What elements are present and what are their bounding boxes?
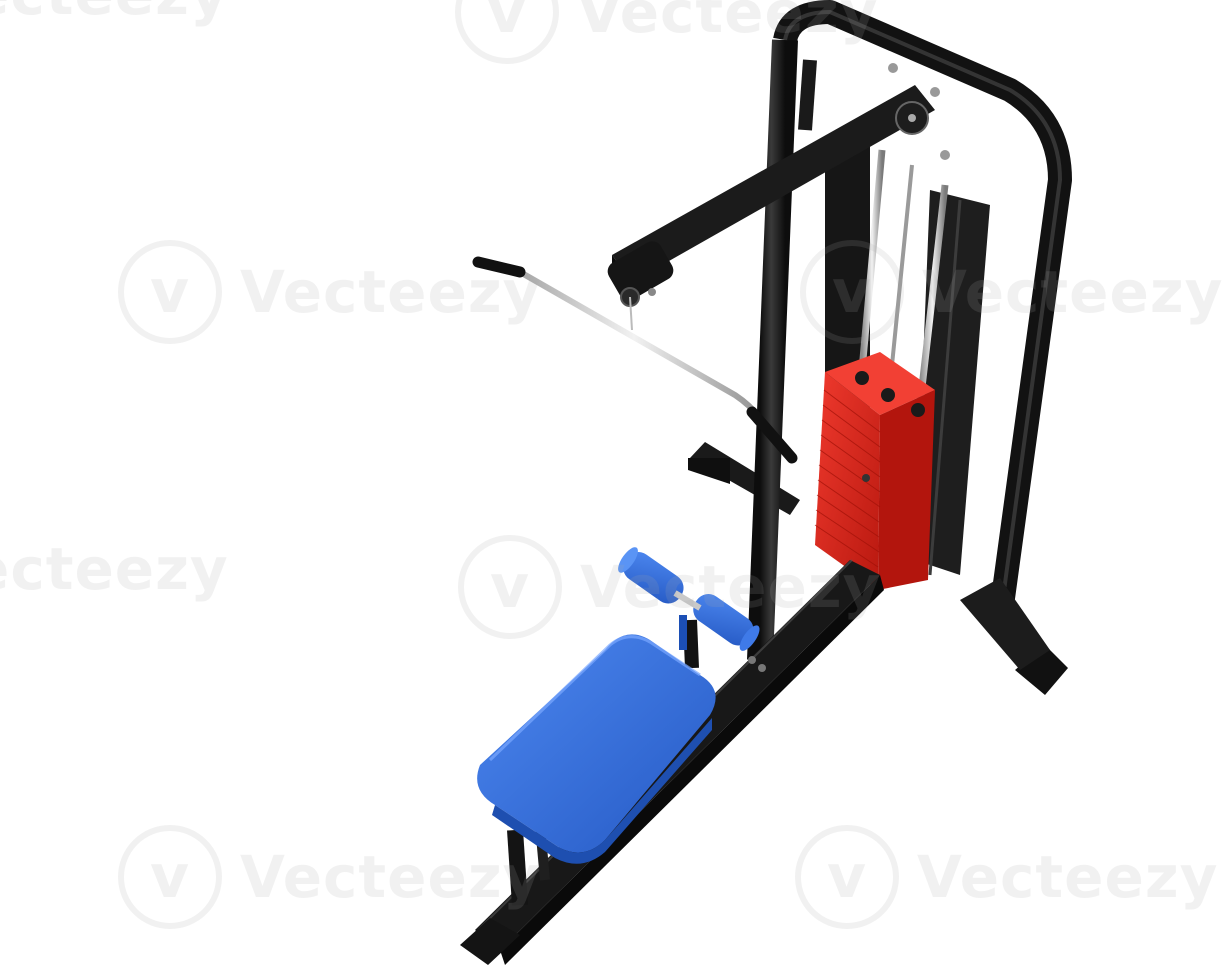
- foot-roller-pads: [618, 547, 760, 651]
- weight-stack: [814, 352, 935, 590]
- pull-bar-handle: [472, 256, 798, 464]
- pulley-cable: [629, 296, 633, 331]
- guide-rods: [858, 149, 949, 406]
- rear-frame-loop: [747, 0, 1072, 666]
- right-foot: [960, 578, 1068, 695]
- rail-bolts: [748, 656, 766, 672]
- overhead-arm: [607, 63, 950, 307]
- seat-cushion: [477, 634, 716, 864]
- front-foot: [460, 918, 520, 965]
